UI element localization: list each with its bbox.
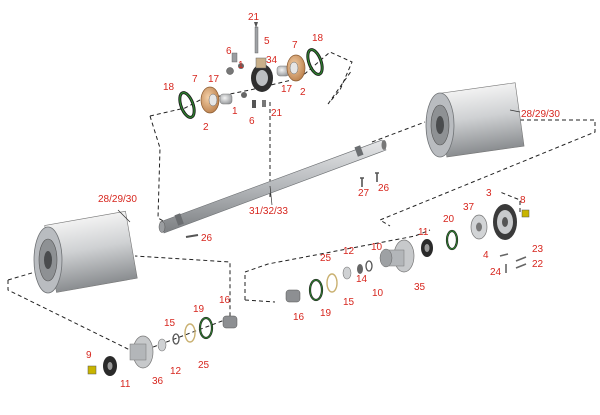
label-25-right: 25 bbox=[320, 253, 332, 264]
label-6-low: 6 bbox=[249, 116, 255, 127]
label-4: 4 bbox=[483, 250, 489, 261]
label-18-right: 18 bbox=[312, 33, 324, 44]
label-23: 23 bbox=[532, 244, 544, 255]
shaft bbox=[158, 139, 387, 234]
label-2-right: 2 bbox=[300, 87, 306, 98]
label-35: 35 bbox=[414, 282, 426, 293]
label-12-left: 12 bbox=[170, 366, 182, 377]
label-27: 27 bbox=[358, 188, 370, 199]
label-28-29-30-left: 28/29/30 bbox=[98, 194, 137, 205]
label-1-low: 1 bbox=[232, 106, 238, 117]
label-21-low: 21 bbox=[271, 108, 283, 119]
label-34: 34 bbox=[266, 55, 278, 66]
label-19-right: 19 bbox=[320, 308, 332, 319]
label-8: 8 bbox=[520, 195, 526, 206]
label-11-right: 11 bbox=[418, 227, 429, 238]
label-6-top: 6 bbox=[226, 46, 232, 57]
label-16-right: 16 bbox=[293, 312, 305, 323]
label-7-right: 7 bbox=[292, 40, 298, 51]
boundary-right-hardware bbox=[244, 191, 521, 303]
label-9: 9 bbox=[86, 350, 92, 361]
label-14: 14 bbox=[356, 274, 368, 285]
label-31-32-33: 31/32/33 bbox=[249, 206, 288, 217]
label-37: 37 bbox=[463, 202, 475, 213]
left-hardware-stack bbox=[87, 315, 238, 376]
label-5: 5 bbox=[264, 36, 270, 47]
label-19-left: 19 bbox=[193, 304, 205, 315]
leader-lines bbox=[117, 109, 521, 223]
label-22: 22 bbox=[532, 259, 544, 270]
label-15-right: 15 bbox=[343, 297, 355, 308]
label-28-29-30-right: 28/29/30 bbox=[521, 109, 560, 120]
drum-right bbox=[425, 82, 525, 158]
label-26-right: 26 bbox=[378, 183, 390, 194]
label-21-top: 21 bbox=[248, 12, 260, 23]
label-12-right: 12 bbox=[343, 246, 355, 257]
label-17-right: 17 bbox=[281, 84, 293, 95]
drum-left bbox=[33, 210, 138, 294]
label-26-left: 26 bbox=[201, 233, 213, 244]
label-18-left: 18 bbox=[163, 82, 175, 93]
label-1-top: 1 bbox=[238, 60, 244, 71]
label-16-left: 16 bbox=[219, 295, 231, 306]
label-24: 24 bbox=[490, 267, 502, 278]
label-20: 20 bbox=[443, 214, 455, 225]
top-assembly-parts bbox=[178, 22, 324, 119]
screws-27-26 bbox=[185, 172, 379, 238]
label-15-left: 15 bbox=[164, 318, 176, 329]
label-17-left: 17 bbox=[208, 74, 220, 85]
boundary-right-drum bbox=[371, 119, 596, 227]
label-7-left: 7 bbox=[192, 74, 198, 85]
callout-labels: 21 5 6 1 34 7 18 17 2 18 7 17 2 1 21 6 2… bbox=[86, 12, 560, 390]
label-3: 3 bbox=[486, 188, 492, 199]
label-25-left: 25 bbox=[198, 360, 210, 371]
label-36: 36 bbox=[152, 376, 164, 387]
label-10-low: 10 bbox=[372, 288, 384, 299]
label-2-left: 2 bbox=[203, 122, 209, 133]
label-10-top: 10 bbox=[371, 242, 383, 253]
right-hardware-stack bbox=[285, 204, 530, 303]
label-11-left: 11 bbox=[120, 379, 131, 390]
